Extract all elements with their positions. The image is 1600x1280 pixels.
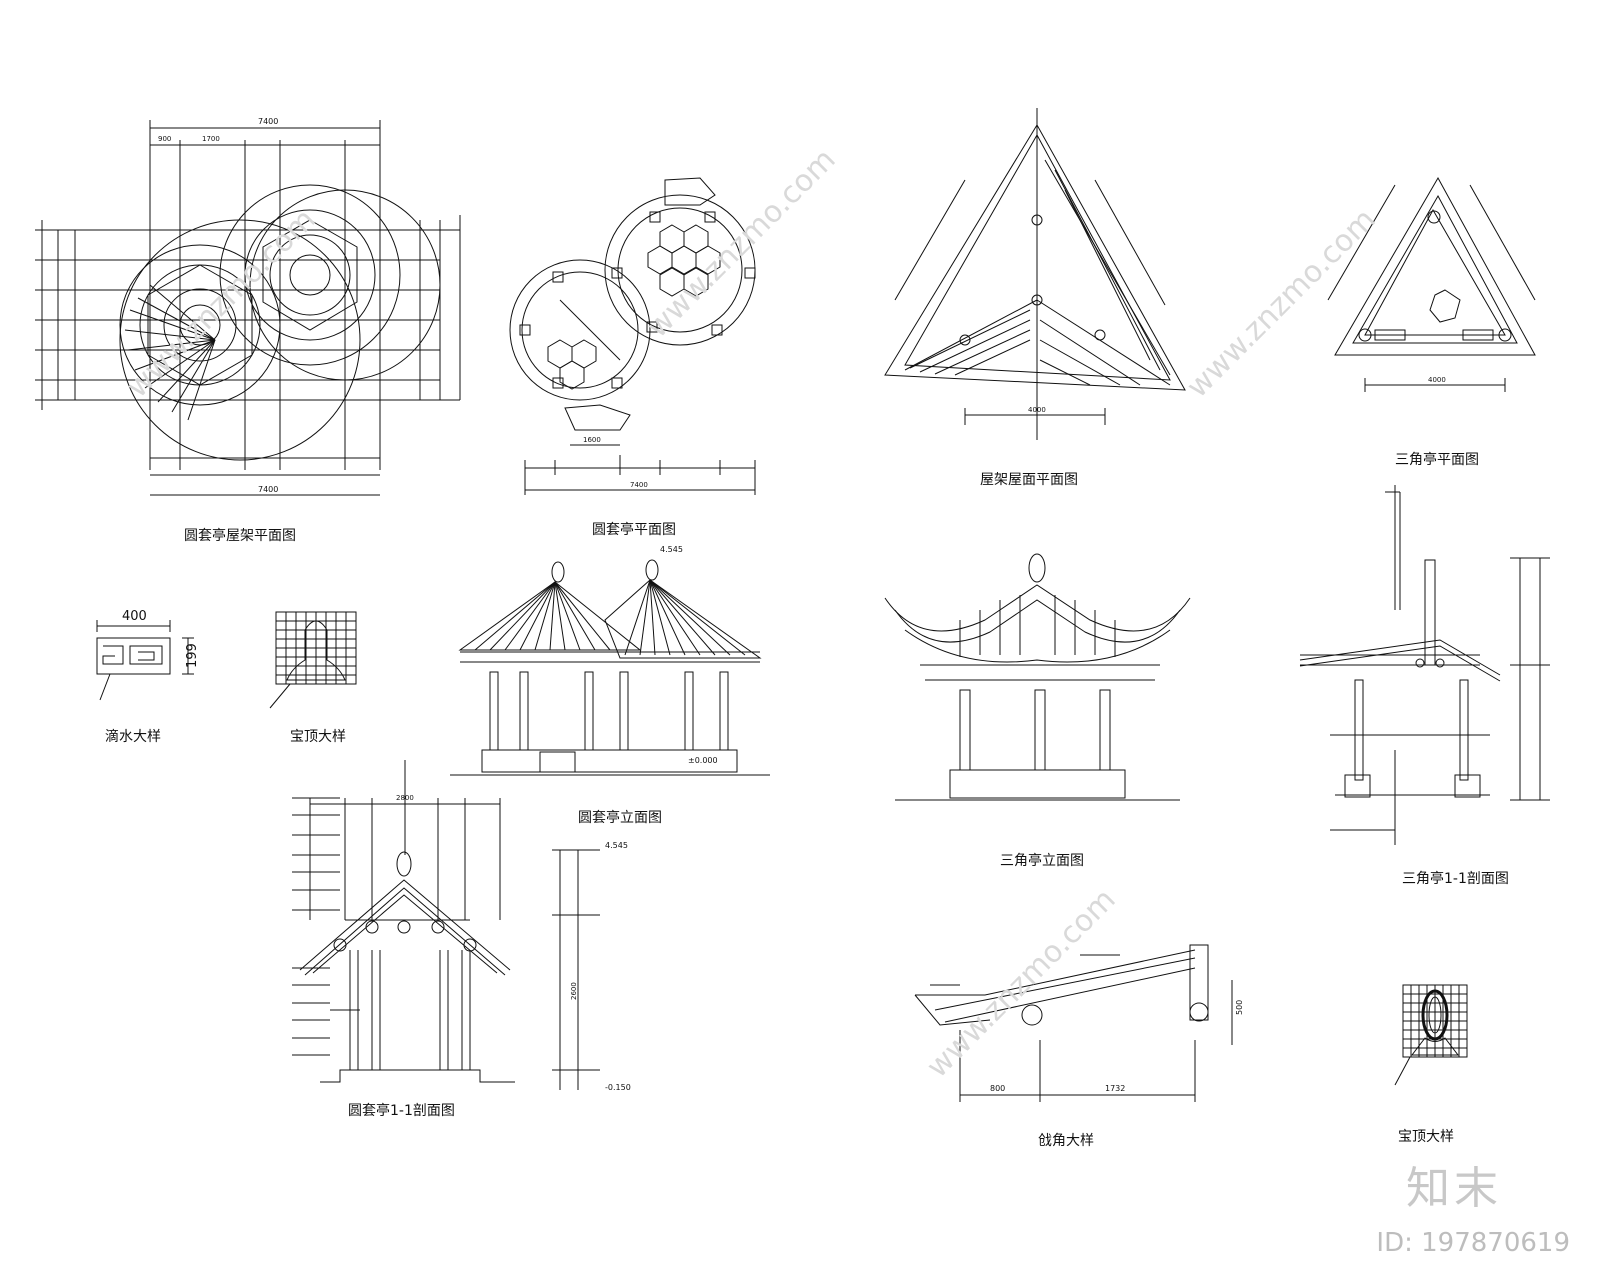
caption-triangle-section: 三角亭1-1剖面图: [1402, 871, 1509, 887]
triangle-pavilion-plan: [1327, 176, 1536, 392]
caption-roof-frame-plan: 屋架屋面平面图: [980, 472, 1078, 488]
dim-label-plan-1600: 1600: [583, 436, 601, 444]
watermark-id: ID: 197870619: [1376, 1228, 1570, 1258]
eave-tile-detail: [96, 620, 194, 701]
dim-label-overall-bottom: 7400: [258, 485, 278, 494]
dim-label-tri-width: 4000: [1428, 376, 1446, 384]
elev-label-round-top: 4.545: [660, 545, 683, 554]
triangle-pavilion-elevation: [884, 553, 1191, 801]
caption-finial-right: 宝顶大样: [1398, 1129, 1454, 1145]
caption-round-roof-plan: 圆套亭屋架平面图: [184, 528, 296, 544]
caption-finial-left: 宝顶大样: [290, 729, 346, 745]
round-pavilion-elevation: [450, 559, 770, 776]
dim-label-corner-500: 500: [1235, 1000, 1244, 1015]
dim-label-corner-1732: 1732: [1105, 1084, 1125, 1093]
elev-label-round-zero: ±0.000: [688, 756, 718, 765]
dim-label-section-2600: 2600: [570, 982, 578, 1000]
finial-detail-right-drawing: [1394, 984, 1468, 1086]
dim-label-seg-b: 1700: [202, 135, 220, 143]
caption-triangle-plan: 三角亭平面图: [1395, 452, 1479, 468]
dim-label-eave-width: 400: [122, 609, 147, 624]
dim-label-roof-width: 4000: [1028, 406, 1046, 414]
caption-eave-detail: 滴水大样: [105, 729, 161, 745]
roof-frame-plan: [884, 108, 1186, 440]
triangle-pavilion-section: [1299, 485, 1550, 845]
elev-label-section-neg: -0.150: [605, 1083, 631, 1092]
finial-detail-left-drawing: [269, 611, 357, 709]
caption-round-section: 圆套亭1-1剖面图: [348, 1103, 455, 1119]
caption-round-plan: 圆套亭平面图: [592, 522, 676, 538]
dim-label-section-2800: 2800: [396, 794, 414, 802]
corner-rafter-detail: [914, 944, 1233, 1102]
round-pavilion-plan: [509, 177, 756, 495]
round-pavilion-section: [292, 760, 600, 1090]
elev-label-section-top: 4.545: [605, 841, 628, 850]
dim-label-overall-top: 7400: [258, 117, 278, 126]
caption-corner-detail: 戗角大样: [1038, 1133, 1094, 1149]
dim-label-corner-800: 800: [990, 1084, 1005, 1093]
caption-round-elevation: 圆套亭立面图: [578, 810, 662, 826]
watermark-brand: 知末: [1406, 1163, 1502, 1214]
caption-triangle-elevation: 三角亭立面图: [1000, 853, 1084, 869]
dim-label-eave-height: 199: [185, 643, 200, 668]
round-pavilion-roof-plan: [35, 120, 461, 496]
dim-label-seg-a: 900: [158, 135, 171, 143]
dim-label-plan-overall: 7400: [630, 481, 648, 489]
